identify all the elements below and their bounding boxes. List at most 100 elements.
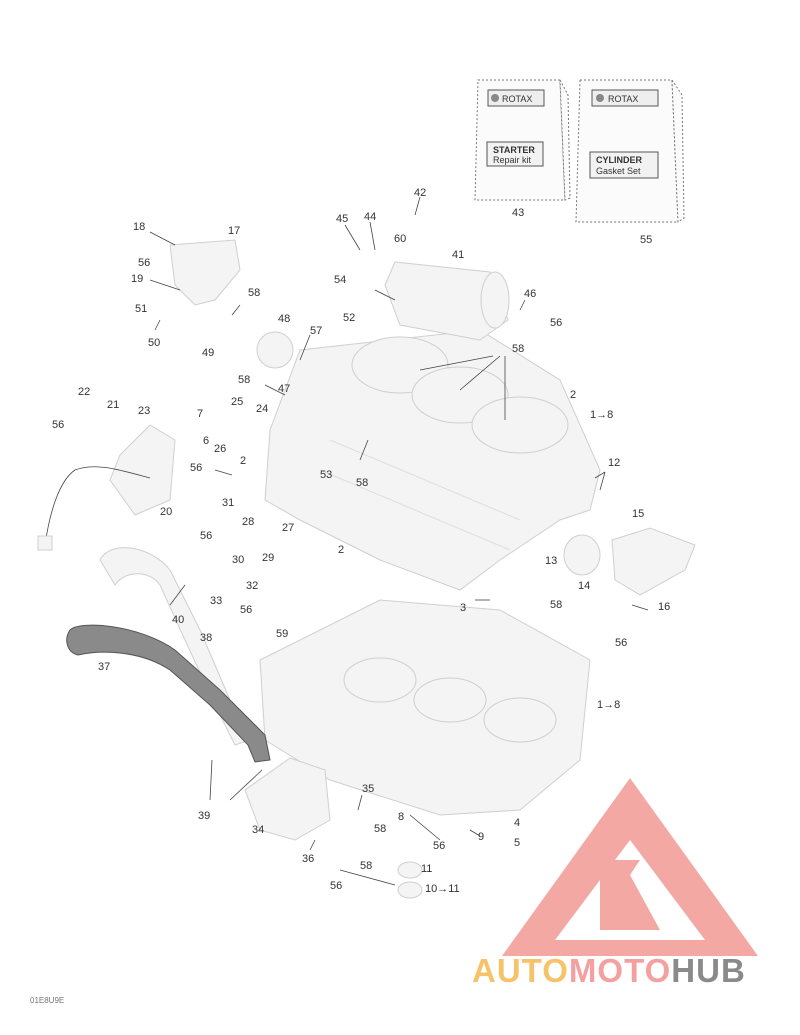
callout-15: 15	[632, 508, 644, 520]
callout-14: 14	[578, 580, 590, 592]
callout-32: 32	[246, 580, 258, 592]
callout-36: 36	[302, 853, 314, 865]
callout-30: 30	[232, 554, 244, 566]
callout-28: 28	[242, 516, 254, 528]
callout-2a: 2	[570, 389, 576, 401]
callout-18: 18	[133, 221, 145, 233]
drain-plug	[397, 861, 423, 879]
callout-47: 47	[278, 383, 290, 395]
callout-58: 58	[248, 287, 260, 299]
callout-5: 5	[514, 837, 520, 849]
callout-56b: 56	[550, 317, 562, 329]
callout-44: 44	[364, 211, 376, 223]
callout-8: 8	[398, 811, 404, 823]
kit1-subtitle: Repair kit	[493, 155, 532, 165]
cylinder-gasket-set-booklet[interactable]: ROTAX CYLINDER Gasket Set	[575, 78, 685, 223]
callout-58e: 58	[550, 599, 562, 611]
callout-24: 24	[256, 403, 268, 415]
callout-48: 48	[278, 313, 290, 325]
side-cover	[611, 527, 696, 596]
kit1-brand: ROTAX	[502, 94, 532, 104]
drawing-code: 01E8U9E	[30, 996, 65, 1005]
sensor-cable	[44, 466, 151, 546]
callout-57: 57	[310, 325, 322, 337]
brand-part-hub: HUB	[671, 952, 746, 989]
oil-filter	[563, 534, 601, 576]
starter-motor	[384, 261, 510, 341]
callout-9: 9	[478, 831, 484, 843]
callout-31: 31	[222, 497, 234, 509]
callout-56f: 56	[240, 604, 252, 616]
callout-38: 38	[200, 632, 212, 644]
brand-part-moto: MOTO	[568, 952, 672, 989]
callout-25: 25	[231, 396, 243, 408]
callout-29: 29	[262, 552, 274, 564]
sensor-plug	[37, 535, 53, 551]
callout-33: 33	[210, 595, 222, 607]
automotohub-logo-mark	[502, 778, 758, 956]
callout-16: 16	[658, 601, 670, 613]
callout-58f: 58	[374, 823, 386, 835]
callout-53: 53	[320, 469, 332, 481]
callout-26: 26	[214, 443, 226, 455]
oil-reservoir	[244, 757, 331, 841]
callout-20: 20	[160, 506, 172, 518]
callout-6: 6	[203, 435, 209, 447]
callout-1to8a: 1→8	[590, 409, 613, 421]
callout-56: 56	[138, 257, 150, 269]
kit1-title: STARTER	[493, 145, 535, 155]
callout-52: 52	[343, 312, 355, 324]
callout-40: 40	[172, 614, 184, 626]
callout-43: 43	[512, 207, 524, 219]
callout-50: 50	[148, 337, 160, 349]
callout-2c: 2	[338, 544, 344, 556]
brand-part-auto: AUTO	[472, 952, 569, 989]
callout-4: 4	[514, 817, 520, 829]
callout-56i: 56	[330, 880, 342, 892]
starter-repair-kit-booklet[interactable]: ROTAX STARTER Repair kit	[474, 79, 571, 201]
callout-54: 54	[334, 274, 346, 286]
drain-plug-base	[397, 881, 423, 899]
callout-2b: 2	[240, 455, 246, 467]
callout-58d: 58	[356, 477, 368, 489]
callout-59: 59	[276, 628, 288, 640]
callout-7: 7	[197, 408, 203, 420]
engine-block-lower	[259, 599, 591, 816]
callout-55: 55	[640, 234, 652, 246]
callout-60: 60	[394, 233, 406, 245]
pump-housing	[109, 424, 176, 516]
callout-27: 27	[282, 522, 294, 534]
coolant-hose-37	[66, 624, 271, 763]
mount-bracket	[169, 239, 241, 306]
callout-3: 3	[460, 602, 466, 614]
engine-block-upper	[264, 329, 601, 591]
callout-45: 45	[336, 213, 348, 225]
callout-42: 42	[414, 187, 426, 199]
callout-58b: 58	[512, 343, 524, 355]
callout-37: 37	[98, 661, 110, 673]
callout-56h: 56	[433, 840, 445, 852]
kit2-subtitle: Gasket Set	[596, 166, 641, 176]
callout-56g: 56	[615, 637, 627, 649]
callout-56c: 56	[52, 419, 64, 431]
callout-49: 49	[202, 347, 214, 359]
callout-58c: 58	[238, 374, 250, 386]
callout-12: 12	[608, 457, 620, 469]
callout-58g: 58	[360, 860, 372, 872]
callout-1to8b: 1→8	[597, 699, 620, 711]
callout-56d: 56	[190, 462, 202, 474]
callouts: 42 45 44 60 41 18 17 56 19 58 51 50 49 4…	[52, 187, 670, 895]
callout-56e: 56	[200, 530, 212, 542]
callout-21: 21	[107, 399, 119, 411]
callout-34: 34	[252, 824, 264, 836]
callout-17: 17	[228, 225, 240, 237]
callout-41: 41	[452, 249, 464, 261]
kit2-brand: ROTAX	[608, 94, 638, 104]
callout-10to11: 10→11	[425, 883, 460, 895]
callout-39: 39	[198, 810, 210, 822]
automotohub-wordmark: AUTOMOTOHUB	[472, 952, 800, 992]
callout-22: 22	[78, 386, 90, 398]
callout-13: 13	[545, 555, 557, 567]
callout-51: 51	[135, 303, 147, 315]
